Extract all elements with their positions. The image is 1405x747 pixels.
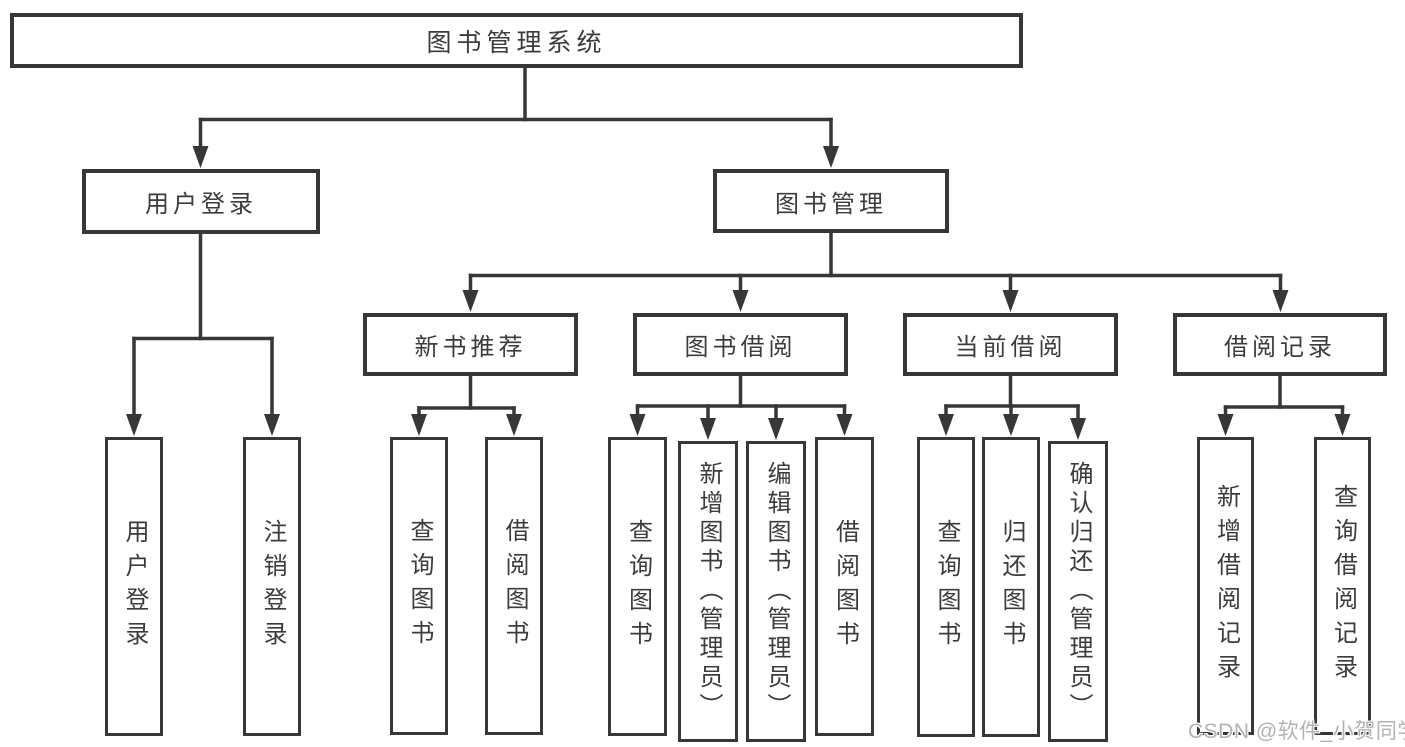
leaf-query-books: 查询图书 [390,437,448,735]
node-label: 图书借阅 [684,334,797,361]
node-label: 用户登录 [121,518,148,655]
node-borrowing-records: 借阅记录 [1173,313,1387,376]
leaf-query-books: 查询图书 [917,437,975,737]
node-library-management-system: 图书管理系统 [10,13,1023,68]
node-label: 编辑图书（管理员） [763,461,790,722]
node-label: 借阅图书 [831,518,859,655]
node-label: 查询图书 [624,518,652,655]
leaf-user-login: 用户登录 [105,437,163,736]
node-label: 注销登录 [259,518,286,655]
leaf-return-books: 归还图书 [982,437,1040,737]
node-label: 新书推荐 [414,334,527,361]
node-label: 用户登录 [145,191,257,218]
leaf-query-borrowing-record: 查询借阅记录 [1314,437,1371,735]
connector-strokes [132,64,1345,422]
arrowhead-icons [126,146,1351,440]
leaf-confirm-return-admin: 确认归还（管理员） [1048,441,1108,742]
node-label: 借阅记录 [1224,334,1336,361]
node-label: 新增图书（管理员） [695,461,722,722]
leaf-edit-books-admin: 编辑图书（管理员） [746,441,806,742]
node-book-borrowing: 图书借阅 [633,313,848,376]
leaf-query-books: 查询图书 [608,437,667,736]
node-label: 查询图书 [933,519,960,655]
node-label: 新增借阅记录 [1212,484,1240,688]
leaf-add-books-admin: 新增图书（管理员） [678,441,738,742]
leaf-borrow-books: 借阅图书 [485,437,543,735]
node-user-login: 用户登录 [82,169,320,234]
node-label: 图书管理 [775,190,887,218]
leaf-borrow-books: 借阅图书 [815,437,874,736]
node-book-management: 图书管理 [713,169,949,233]
csdn-watermark: CSDN @软件_小贺同学 [1188,720,1405,743]
leaf-logout: 注销登录 [243,437,301,736]
leaf-add-borrowing-record: 新增借阅记录 [1197,437,1254,735]
node-label: 归还图书 [998,519,1025,655]
node-label: 当前借阅 [954,334,1067,361]
node-new-book-recommendation: 新书推荐 [363,313,578,376]
node-label: 查询借阅记录 [1329,484,1357,688]
node-label: 查询图书 [406,518,433,654]
node-current-borrowing: 当前借阅 [903,313,1118,376]
node-label: 借阅图书 [501,518,528,654]
node-label: 图书管理系统 [426,28,607,57]
node-label: 确认归还（管理员） [1065,461,1092,722]
